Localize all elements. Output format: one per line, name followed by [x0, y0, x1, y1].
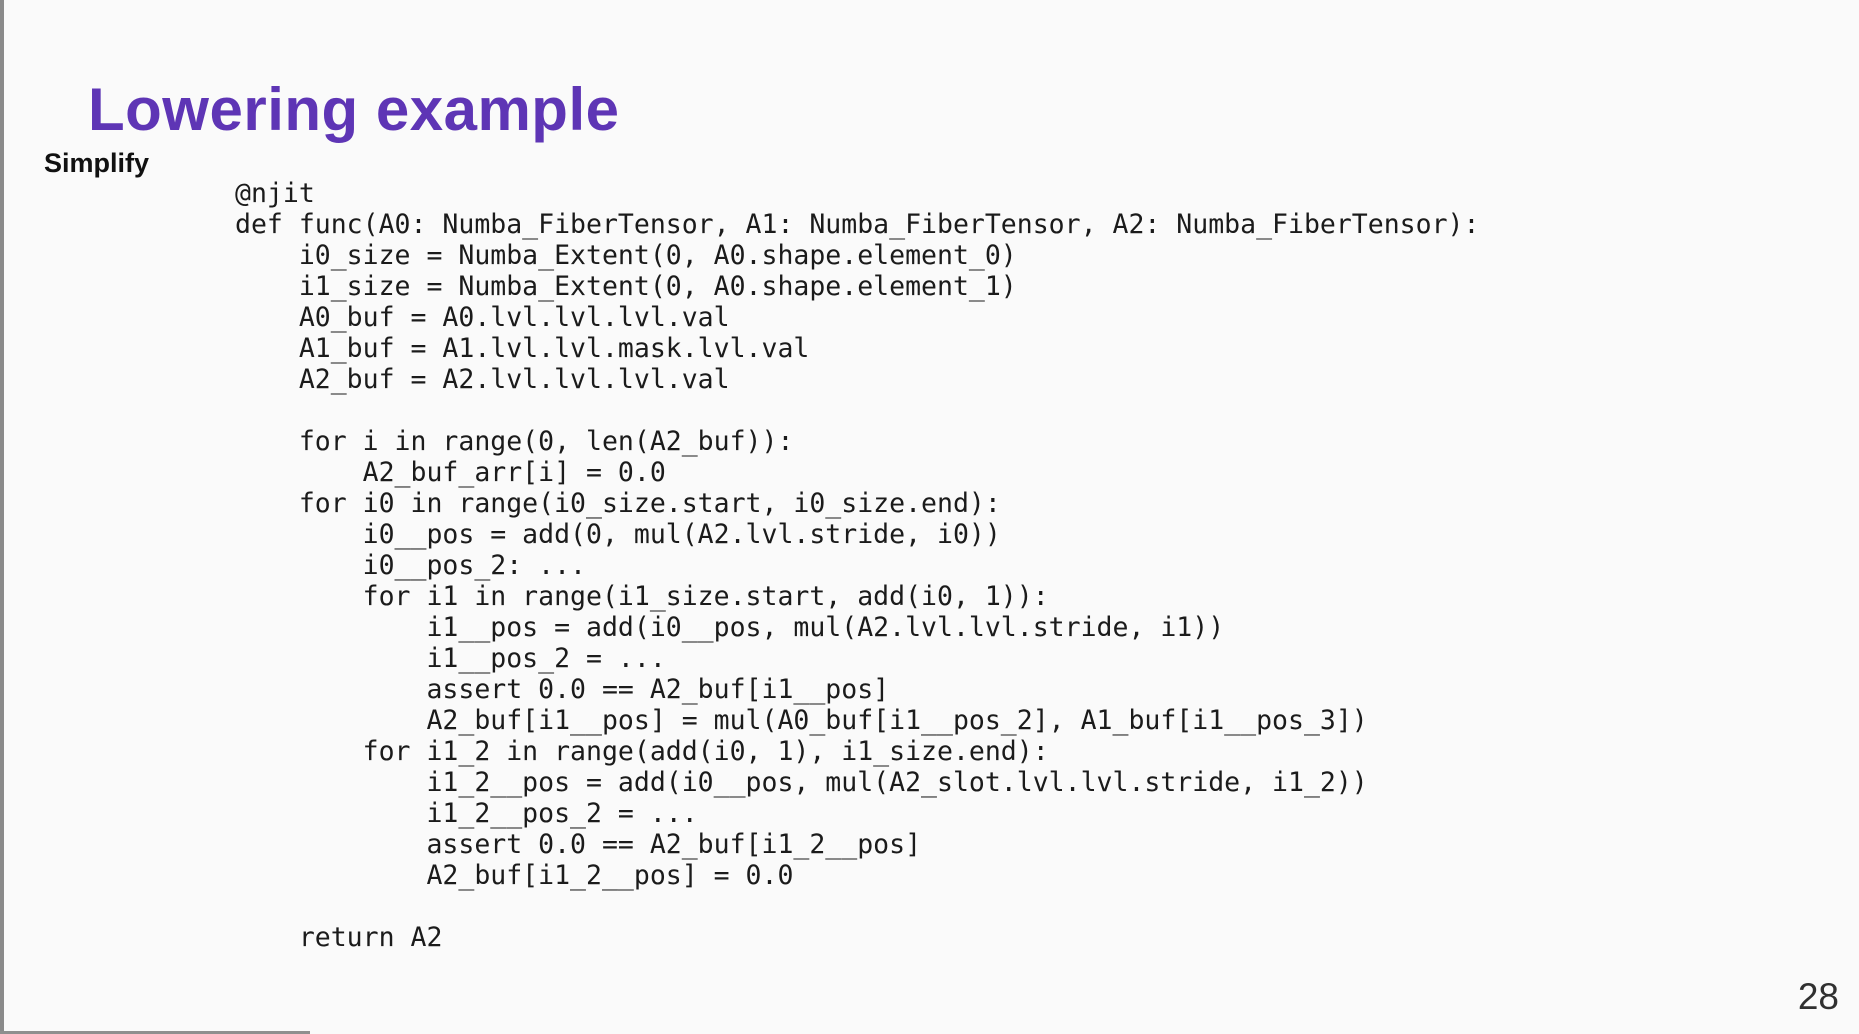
slide-bottom-edge — [0, 1031, 310, 1034]
section-label: Simplify — [44, 148, 150, 178]
slide-title: Lowering example — [88, 76, 620, 144]
slide-left-edge — [0, 0, 4, 1034]
page-number: 28 — [1797, 976, 1839, 1017]
code-block: @njit def func(A0: Numba_FiberTensor, A1… — [235, 178, 1480, 953]
